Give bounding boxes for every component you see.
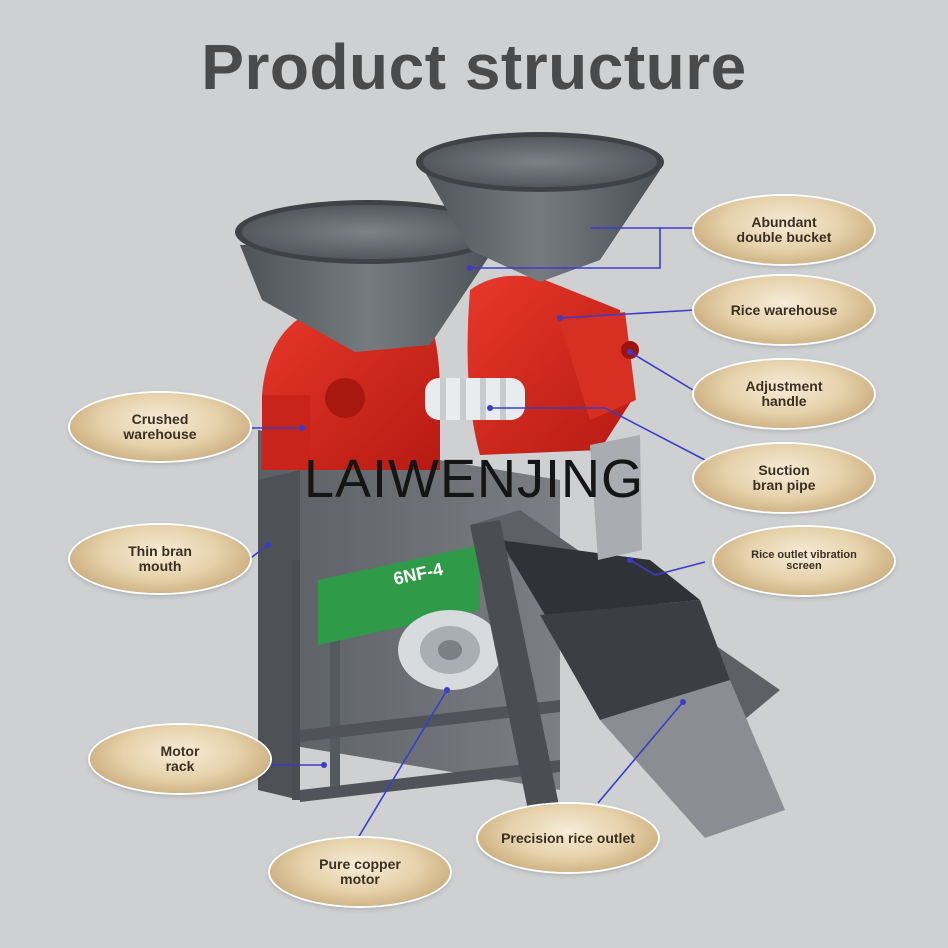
callout-line-pipe <box>490 407 706 461</box>
callout-line-bran-mouth <box>247 544 269 561</box>
callout-dots <box>265 265 686 768</box>
label-rice-outlet-vibration-screen: Rice outlet vibration screen <box>714 527 894 595</box>
suction-pipe <box>425 378 525 420</box>
label-pure-copper-motor: Pure copper motor <box>270 838 450 906</box>
callout-line-screen <box>629 559 706 576</box>
page-title: Product structure <box>201 31 747 103</box>
right-red-mill <box>467 275 642 560</box>
callout-line-rice-warehouse <box>559 309 696 319</box>
callout-line-motor <box>357 689 448 839</box>
nameplate-panel: 6NF-4 <box>318 545 480 645</box>
label-precision-rice-outlet: Precision rice outlet <box>478 804 658 872</box>
left-hopper <box>235 200 501 352</box>
watermark-text: LAIWENJING <box>303 449 645 509</box>
label-adjustment-handle: Adjustment handle <box>694 360 874 428</box>
label-abundant-double-bucket: Abundant double bucket <box>694 196 874 264</box>
callout-line-bucket <box>470 227 695 269</box>
motor <box>398 610 502 690</box>
label-motor-rack: Motor rack <box>90 725 270 793</box>
callout-line-handle <box>629 351 694 391</box>
callout-line-outlet <box>597 701 684 804</box>
callout-lines <box>247 227 706 839</box>
label-crushed-warehouse: Crushed warehouse <box>70 393 250 461</box>
right-hopper <box>416 132 664 282</box>
outlet-chute <box>470 510 785 838</box>
label-suction-bran-pipe: Suction bran pipe <box>694 444 874 512</box>
label-thin-bran-mouth: Thin bran mouth <box>70 525 250 593</box>
label-rice-warehouse: Rice warehouse <box>694 276 874 344</box>
